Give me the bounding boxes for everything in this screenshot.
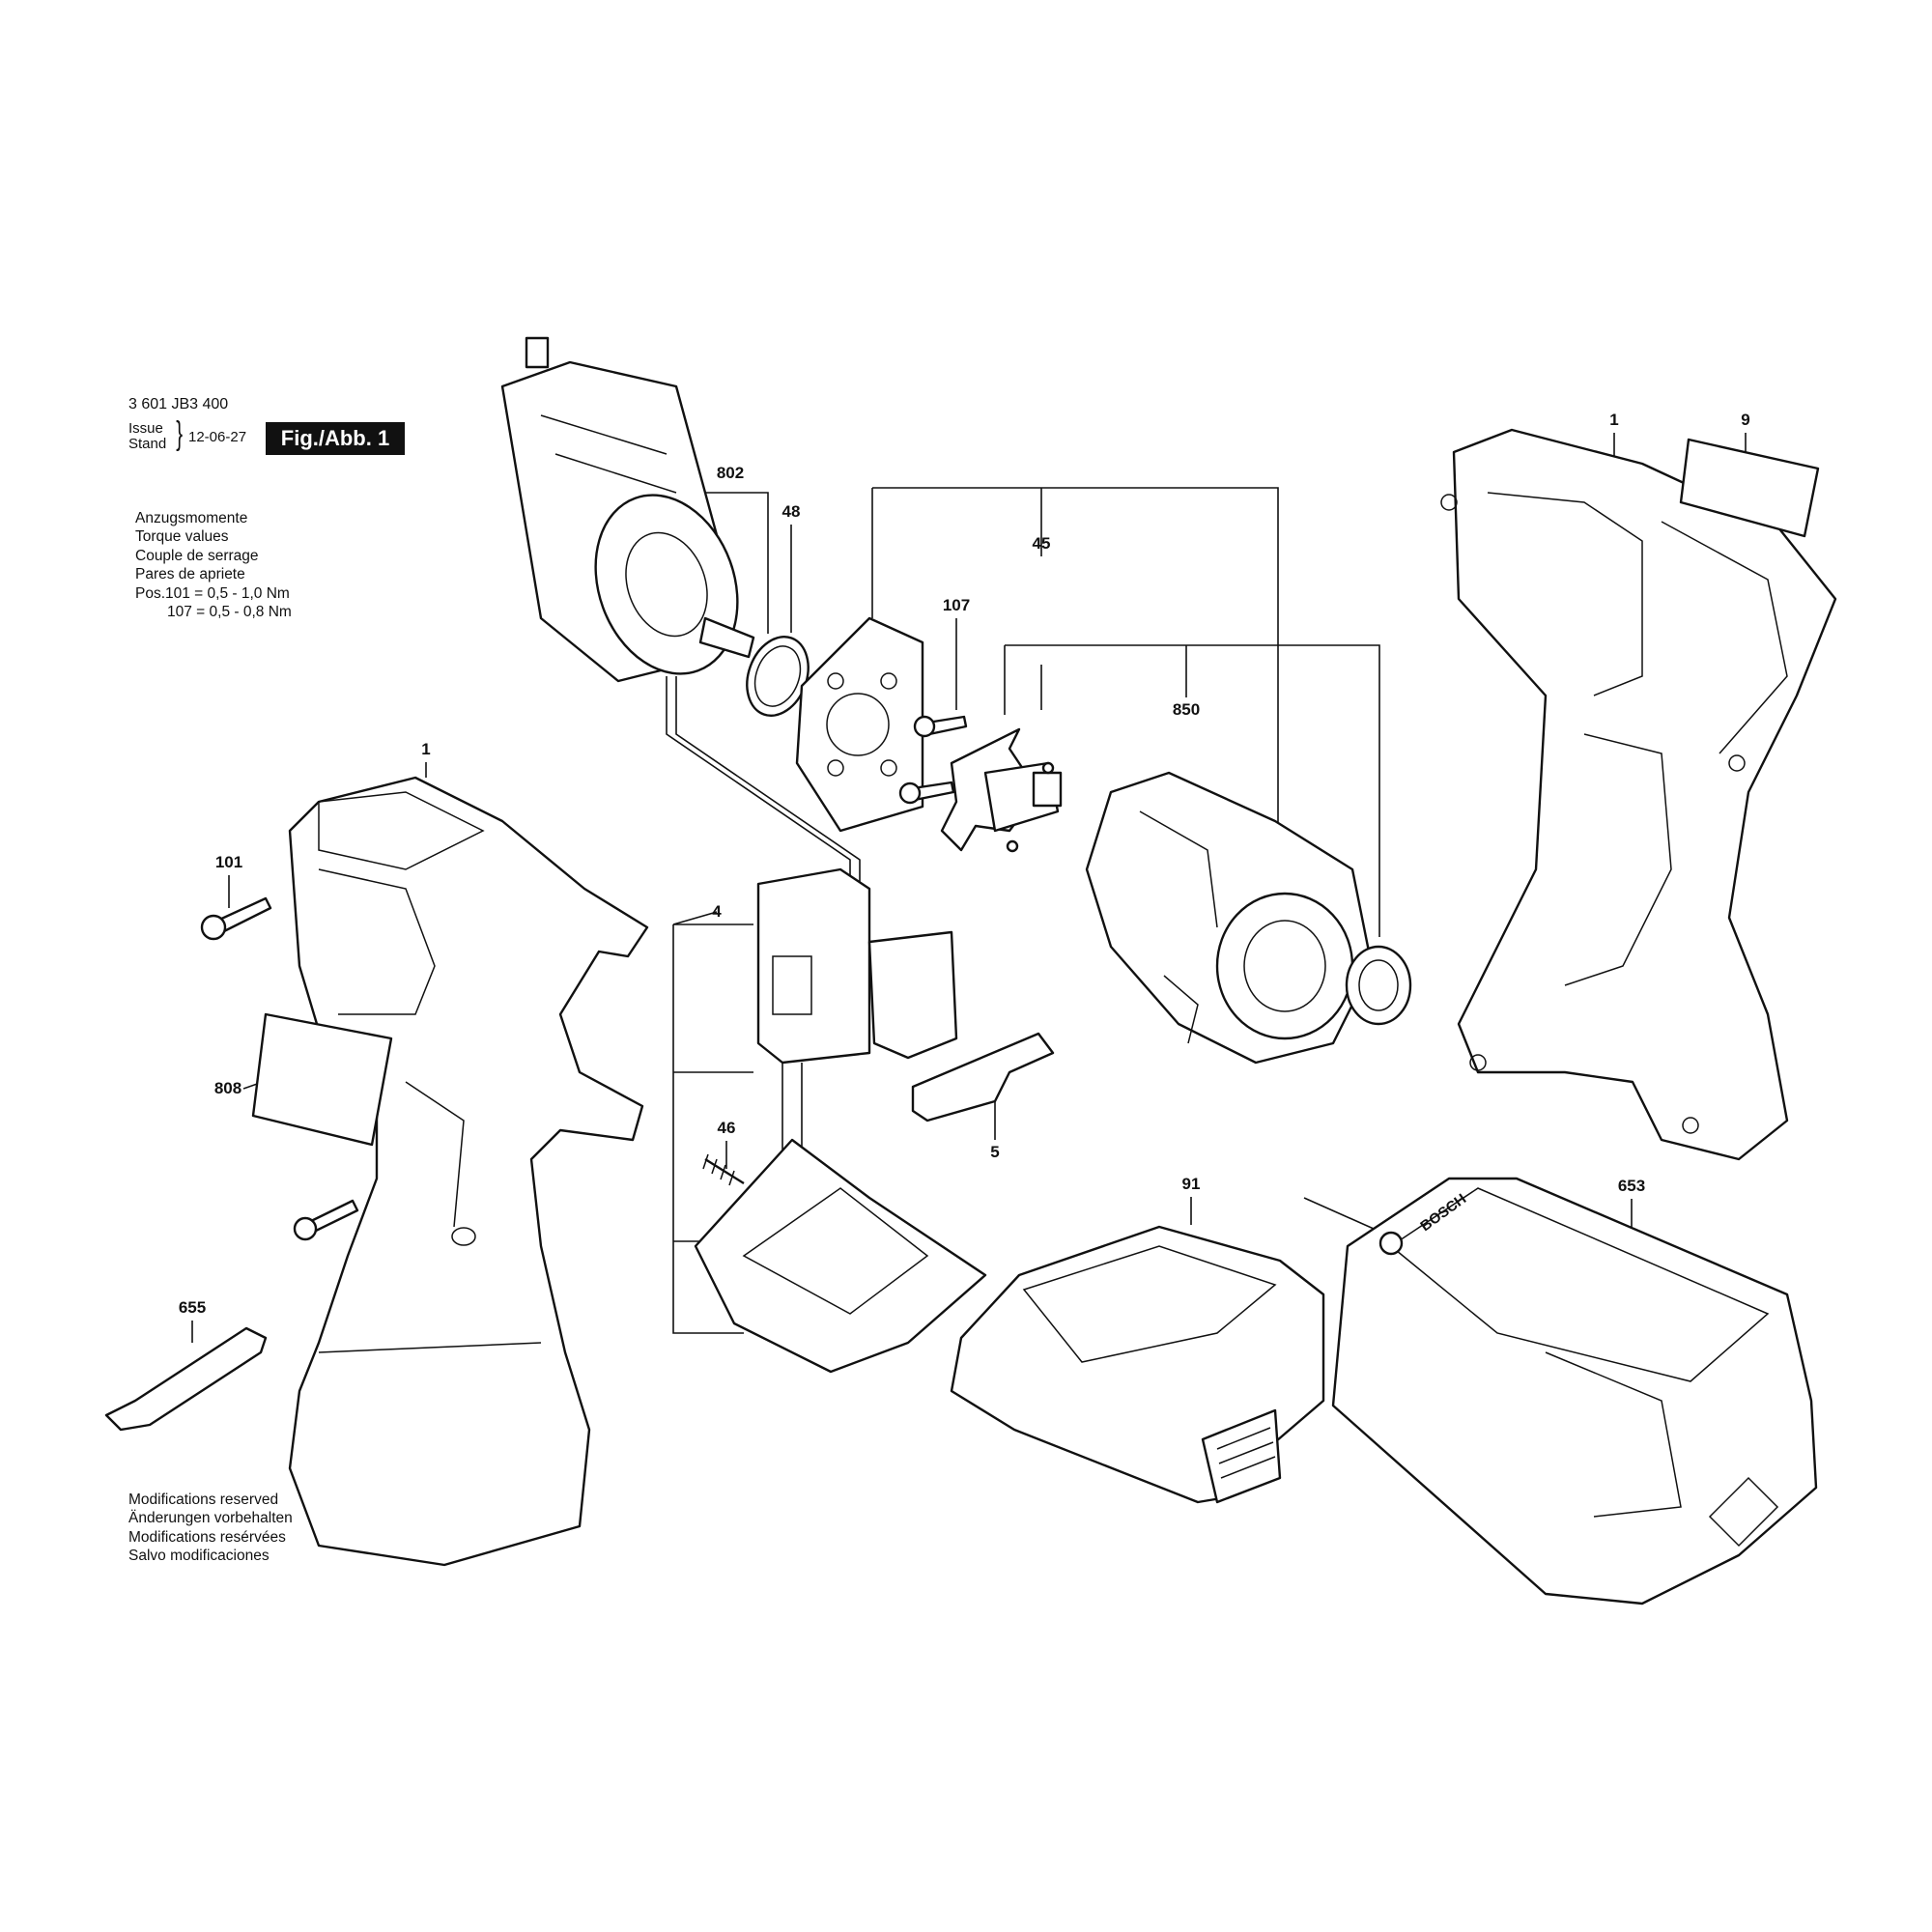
- issue-label: Issue: [128, 420, 163, 437]
- housing-right-1: [1441, 430, 1835, 1159]
- torque-line-en: Torque values: [135, 528, 229, 546]
- callout-101: 101: [214, 853, 243, 871]
- torque-pos107: 107 = 0,5 - 0,8 Nm: [167, 603, 292, 620]
- callout-808: 808: [213, 1079, 242, 1097]
- nut-45: [1347, 947, 1410, 1024]
- callout-91: 91: [1181, 1175, 1201, 1193]
- spindle-850: [942, 729, 1061, 851]
- housing-left-1: [290, 778, 647, 1565]
- screw-lower: [295, 1201, 357, 1239]
- figure-label: Fig./Abb. 1: [266, 422, 405, 455]
- label-9: [1681, 440, 1818, 536]
- screw-101: [202, 898, 270, 939]
- callout-46: 46: [717, 1119, 736, 1137]
- switch-4: [758, 869, 956, 1256]
- callout-653: 653: [1617, 1177, 1646, 1195]
- callout-9: 9: [1741, 411, 1750, 429]
- issue-stand-label: Issue Stand: [128, 421, 166, 452]
- callout-1-right: 1: [1609, 411, 1619, 429]
- callout-655: 655: [178, 1298, 207, 1317]
- modifications-en: Modifications reserved: [128, 1492, 279, 1508]
- battery-91: [952, 1227, 1323, 1502]
- callout-1-left: 1: [421, 740, 431, 758]
- part-number: 3 601 JB3 400: [128, 396, 229, 412]
- callout-802: 802: [716, 464, 745, 482]
- modifications-fr: Modifications resérvées: [128, 1528, 286, 1546]
- torque-values-block: Anzugsmomente Torque values Couple de se…: [135, 509, 292, 621]
- issue-date: 12-06-27: [188, 429, 247, 445]
- charger-653: [1304, 1179, 1816, 1604]
- spring-46: [703, 1154, 744, 1185]
- motor-802: [502, 338, 860, 966]
- modifications-de: Änderungen vorbehalten: [128, 1510, 293, 1527]
- bearing-plate-45: [797, 618, 923, 831]
- screw-107: [900, 717, 966, 803]
- label-808: [253, 1014, 391, 1145]
- callout-850: 850: [1172, 700, 1201, 719]
- callout-107: 107: [942, 596, 971, 614]
- slider-5: [913, 1034, 1053, 1121]
- torque-pos101: Pos.101 = 0,5 - 1,0 Nm: [135, 584, 290, 602]
- modifications-es: Salvo modificaciones: [128, 1548, 270, 1565]
- torque-line-fr: Couple de serrage: [135, 547, 259, 564]
- modifications-block: Modifications reserved Änderungen vorbeh…: [128, 1491, 293, 1566]
- torque-line-de: Anzugsmomente: [135, 510, 248, 526]
- callout-48: 48: [781, 502, 801, 521]
- callout-5: 5: [990, 1143, 1000, 1161]
- stand-label: Stand: [128, 435, 167, 452]
- gear-housing-850: [1087, 773, 1372, 1063]
- torque-line-es: Pares de apriete: [135, 566, 245, 583]
- brace: }: [176, 415, 184, 452]
- bit-655: [106, 1328, 266, 1430]
- callout-4: 4: [712, 902, 722, 921]
- terminal-plate: [696, 1140, 985, 1372]
